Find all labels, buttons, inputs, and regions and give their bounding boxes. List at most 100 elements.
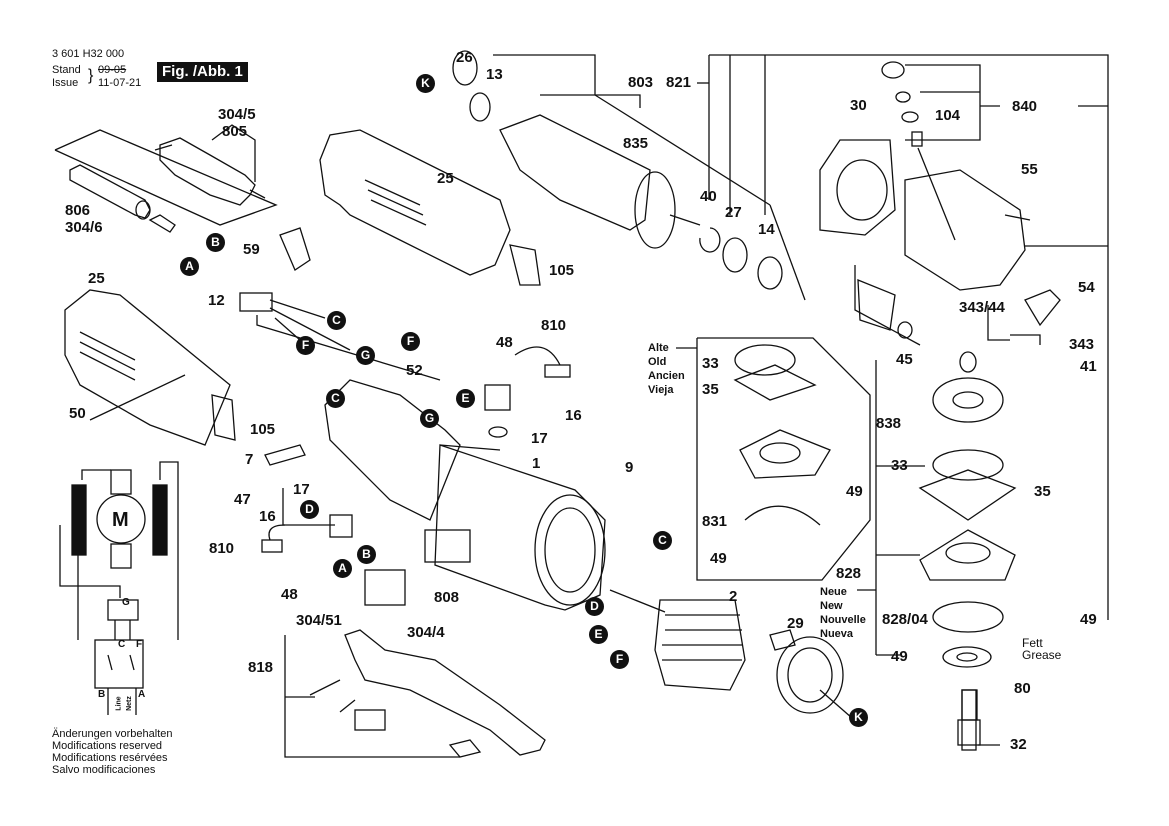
part-label: 343/44 [959, 299, 1005, 316]
part-label: 25 [437, 170, 454, 187]
part-label: 803 [628, 74, 654, 91]
part-label: 828/04 [882, 611, 928, 628]
line-label: Line [115, 696, 123, 711]
connector-badge-e: E [589, 625, 608, 644]
part-label: 52 [406, 362, 423, 379]
part-label: 54 [1078, 279, 1095, 296]
old-label-es: Vieja [648, 384, 674, 396]
part-label: 810 [209, 540, 235, 557]
part-label: 26 [456, 49, 473, 66]
stand-label: Stand [52, 64, 81, 76]
new-label-de: Neue [820, 586, 847, 598]
part-label: 2 [729, 588, 738, 605]
old-date: 09-05 [98, 64, 127, 76]
part-label: 50 [69, 405, 86, 422]
part-label: 105 [549, 262, 575, 279]
figure-label: Fig. /Abb. 1 [157, 62, 248, 82]
netz-label: Netz [125, 696, 133, 711]
bracket-803-821 [493, 54, 1109, 620]
connector-badge-f: F [610, 650, 629, 669]
terminal-b: B [98, 689, 106, 700]
new-label-fr: Nouvelle [820, 614, 866, 626]
part-label: 49 [846, 483, 863, 500]
connector-badge-d: D [300, 500, 319, 519]
part-label: 831 [702, 513, 728, 530]
grease-note-de: Fett [1022, 636, 1043, 650]
motor-housing-drawing [324, 379, 606, 611]
part-label: 304/6 [65, 219, 103, 236]
note-line: Änderungen vorbehalten [52, 728, 173, 740]
motor-symbol: M [112, 509, 129, 531]
part-label: 47 [234, 491, 251, 508]
connector-badge-f: F [401, 332, 420, 351]
part-number: 3 601 H32 000 [52, 48, 125, 60]
issue-date: 11-07-21 [98, 77, 142, 89]
grease-note-en: Grease [1022, 648, 1062, 662]
connector-badge-a: A [180, 257, 199, 276]
terminal-g: G [122, 597, 130, 608]
plug-drawing [54, 124, 278, 226]
old-version-box [676, 337, 871, 581]
rear-housing-drawing [64, 289, 236, 446]
part-label: 35 [702, 381, 719, 398]
part-label: 105 [250, 421, 276, 438]
part-label: 808 [434, 589, 460, 606]
part-label: 49 [1080, 611, 1097, 628]
spindle-drawing [957, 689, 1000, 746]
part-label: 304/5 [218, 106, 256, 123]
switch-drawing [239, 292, 441, 381]
wiring-schematic [59, 461, 179, 715]
connector-badge-c: C [327, 311, 346, 330]
part-label: 1 [532, 455, 541, 472]
connector-badge-c: C [326, 389, 345, 408]
part-label: 828 [836, 565, 862, 582]
part-label: 835 [623, 135, 649, 152]
part-label: 810 [541, 317, 567, 334]
connector-badge-b: B [357, 545, 376, 564]
part-label: 104 [935, 107, 961, 124]
connector-badge-c: C [653, 531, 672, 550]
connector-badge-g: G [356, 346, 375, 365]
flange-drawing [875, 360, 1017, 751]
part-label: 29 [787, 615, 804, 632]
connector-badge-f: F [296, 336, 315, 355]
part-label: 55 [1021, 161, 1038, 178]
part-label: 32 [1010, 736, 1027, 753]
part-label: 838 [876, 415, 902, 432]
part-label: 27 [725, 204, 742, 221]
connector-badge-a: A [333, 559, 352, 578]
part-label: 304/4 [407, 624, 445, 641]
part-label: 17 [531, 430, 548, 447]
bracket-840 [905, 64, 1108, 247]
connector-badge-k: K [849, 708, 868, 727]
part-label: 33 [702, 355, 719, 372]
connector-badge-d: D [585, 597, 604, 616]
part-label: 805 [222, 123, 248, 140]
part-label: 35 [1034, 483, 1051, 500]
new-label-es: Nueva [820, 628, 854, 640]
connector-badge-b: B [206, 233, 225, 252]
terminal-f: F [136, 639, 143, 650]
note-line: Modifications reserved [52, 740, 163, 752]
part-label: 304/51 [296, 612, 342, 629]
note-line: Salvo modificaciones [52, 764, 156, 776]
old-label-en: Old [648, 356, 667, 368]
part-label: 80 [1014, 680, 1031, 697]
housing-top-drawing [279, 129, 541, 286]
gear-head-drawing [819, 61, 1061, 373]
terminal-a: A [138, 689, 146, 700]
part-label: 14 [758, 221, 775, 238]
part-label: 17 [293, 481, 310, 498]
part-label: 12 [208, 292, 225, 309]
part-label: 48 [281, 586, 298, 603]
part-label: 45 [896, 351, 913, 368]
part-label: 49 [891, 648, 908, 665]
part-label: 9 [625, 459, 634, 476]
part-label: 840 [1012, 98, 1038, 115]
connector-badge-g: G [420, 409, 439, 428]
part-label: 40 [700, 188, 717, 205]
part-label: 59 [243, 241, 260, 258]
part-label: 48 [496, 334, 513, 351]
part-label: 16 [565, 407, 582, 424]
